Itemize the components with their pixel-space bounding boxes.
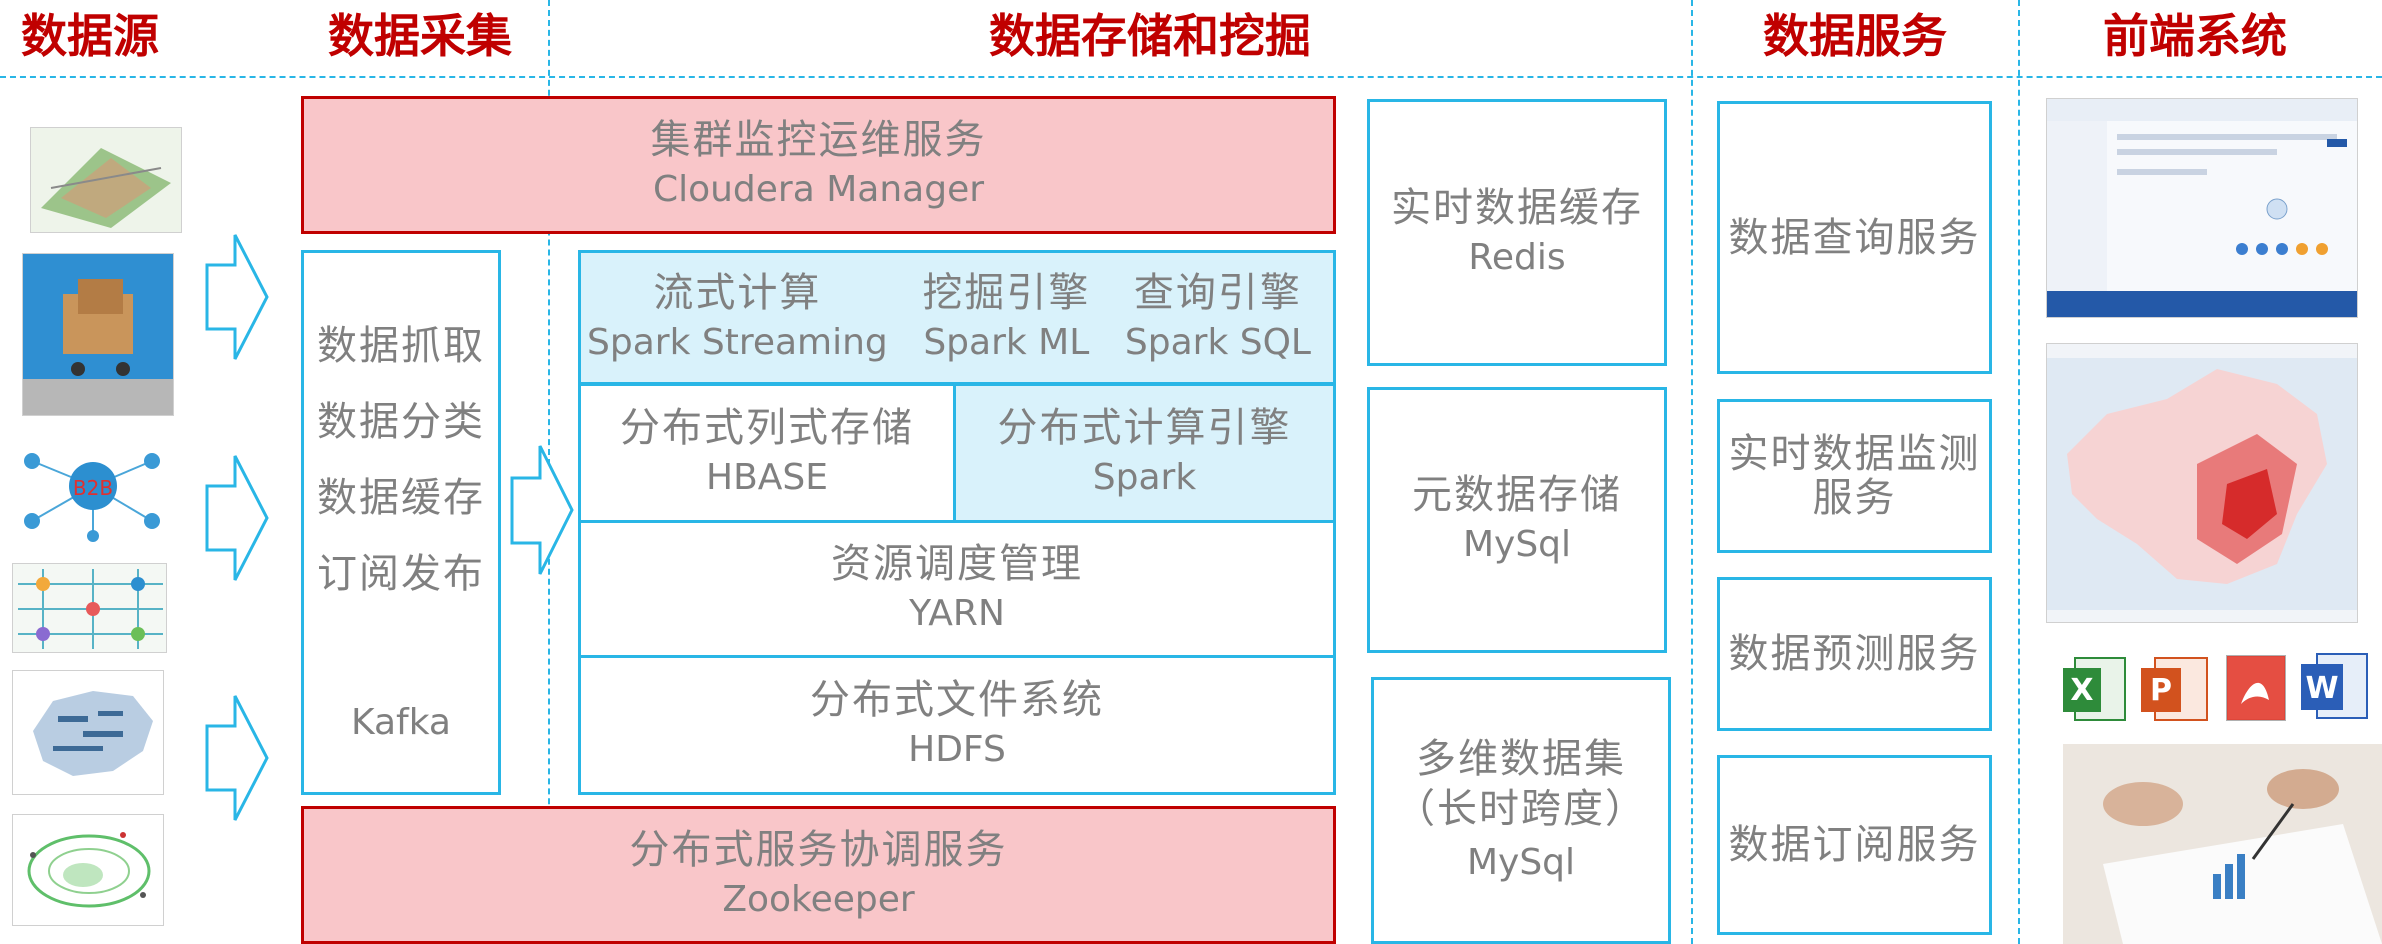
header-data-service: 数据服务	[1763, 9, 1947, 63]
compute-streaming-title: 流式计算	[653, 269, 822, 316]
compute-streaming-tool: Spark Streaming	[587, 321, 888, 363]
service-query-label: 数据查询服务	[1728, 214, 1981, 261]
pdf-icon	[2219, 652, 2293, 724]
header-data-source: 数据源	[21, 9, 159, 63]
arrow-right-icon	[205, 455, 269, 581]
compute-query-title: 查询引擎	[1133, 269, 1302, 316]
service-monitor-label-line2: 服务	[1812, 475, 1897, 521]
source-image-b2b-network: B2B	[17, 441, 169, 543]
cube-subtitle: （长时跨度）	[1395, 785, 1647, 832]
source-image-graph-network	[12, 814, 164, 926]
zookeeper-box: 分布式服务协调服务 Zookeeper	[301, 806, 1336, 944]
header-divider	[0, 76, 2382, 78]
collection-item: 数据分类	[317, 399, 485, 445]
compute-mining-tool: Spark ML	[923, 321, 1090, 363]
hbase-box: 分布式列式存储 HBASE	[578, 383, 956, 523]
cluster-monitoring-title: 集群监控运维服务	[650, 117, 987, 163]
cube-box: 多维数据集 （长时跨度） MySql	[1371, 677, 1671, 944]
collection-tool: Kafka	[351, 702, 451, 743]
arrow-right-icon	[205, 234, 269, 360]
service-predict-label: 数据预测服务	[1728, 631, 1981, 677]
compute-mining: 挖掘引擎 Spark ML	[922, 268, 1090, 368]
metadata-tool: MySql	[1462, 524, 1572, 565]
svg-text:P: P	[2150, 673, 2172, 708]
header-data-storage-mining: 数据存储和挖掘	[989, 9, 1311, 63]
header-frontend: 前端系统	[2103, 9, 2287, 63]
word-icon: W	[2299, 648, 2371, 724]
spark-box: 分布式计算引擎 Spark	[953, 383, 1336, 523]
service-monitor-box: 实时数据监测 服务	[1717, 399, 1992, 553]
yarn-title: 资源调度管理	[831, 541, 1083, 587]
source-image-ecommerce	[22, 253, 174, 416]
excel-icon: X	[2061, 652, 2129, 724]
arrow-right-icon	[205, 695, 269, 821]
spark-title: 分布式计算引擎	[997, 405, 1292, 451]
hdfs-box: 分布式文件系统 HDFS	[578, 655, 1336, 795]
arrow-right-icon	[510, 445, 574, 575]
service-predict-box: 数据预测服务	[1717, 577, 1992, 731]
cluster-monitoring-box: 集群监控运维服务 Cloudera Manager	[301, 96, 1336, 234]
metadata-title: 元数据存储	[1412, 472, 1622, 518]
compute-streaming: 流式计算 Spark Streaming	[587, 268, 888, 368]
svg-text:B2B: B2B	[73, 476, 113, 500]
compute-mining-title: 挖掘引擎	[922, 269, 1091, 316]
collection-item: 数据缓存	[317, 475, 485, 521]
source-image-network-icons	[12, 563, 167, 653]
zookeeper-title: 分布式服务协调服务	[629, 827, 1008, 873]
cluster-monitoring-tool: Cloudera Manager	[652, 169, 985, 210]
column-divider-3	[2018, 0, 2020, 944]
svg-text:X: X	[2070, 673, 2093, 708]
svg-text:W: W	[2305, 671, 2338, 706]
metadata-box: 元数据存储 MySql	[1367, 387, 1667, 653]
frontend-report-photo	[2063, 744, 2382, 944]
service-monitor-label: 实时数据监测	[1728, 431, 1981, 477]
service-query-box: 数据查询服务	[1717, 101, 1992, 374]
collection-item: 订阅发布	[317, 551, 485, 597]
cube-title: 多维数据集	[1416, 735, 1626, 782]
hdfs-tool: HDFS	[908, 729, 1006, 770]
zookeeper-tool: Zookeeper	[722, 879, 915, 920]
collection-item: 数据抓取	[317, 323, 485, 369]
compute-query-tool: Spark SQL	[1124, 321, 1311, 363]
cube-tool: MySql	[1466, 841, 1576, 883]
compute-query: 查询引擎 Spark SQL	[1125, 268, 1311, 368]
compute-panel: 流式计算 Spark Streaming 挖掘引擎 Spark ML 查询引擎 …	[578, 250, 1336, 385]
hbase-tool: HBASE	[706, 457, 828, 498]
source-image-china-wordcloud	[12, 670, 164, 795]
hbase-title: 分布式列式存储	[620, 405, 914, 451]
frontend-dashboard-screenshot	[2046, 98, 2358, 318]
powerpoint-icon: P	[2139, 652, 2211, 724]
spark-tool: Spark	[1092, 457, 1197, 498]
redis-box: 实时数据缓存 Redis	[1367, 99, 1667, 366]
service-subscribe-label: 数据订阅服务	[1728, 822, 1981, 868]
service-subscribe-box: 数据订阅服务	[1717, 755, 1992, 935]
redis-title: 实时数据缓存	[1391, 184, 1643, 231]
hdfs-title: 分布式文件系统	[810, 677, 1104, 723]
frontend-china-heatmap	[2046, 343, 2358, 623]
column-divider-2	[1691, 0, 1693, 944]
header-data-collection: 数据采集	[328, 9, 512, 63]
yarn-tool: YARN	[909, 593, 1005, 634]
source-image-3d-city	[30, 127, 182, 233]
collection-panel: 数据抓取 数据分类 数据缓存 订阅发布 Kafka	[301, 250, 501, 795]
yarn-box: 资源调度管理 YARN	[578, 520, 1336, 658]
redis-tool: Redis	[1468, 236, 1566, 278]
